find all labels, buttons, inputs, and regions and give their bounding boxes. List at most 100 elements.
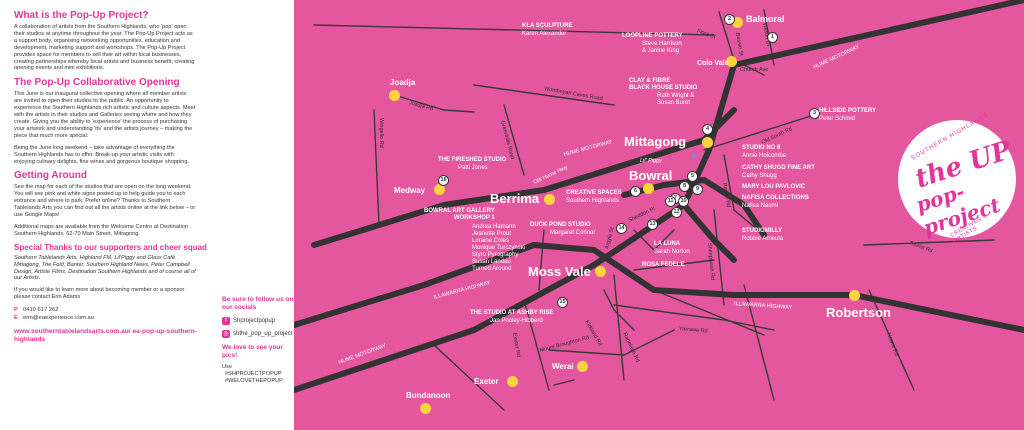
studio-label-2: KLA SCULPTURE: [522, 23, 573, 29]
studio-label-15: THE STUDIO AT ASHBY RISE: [470, 310, 554, 316]
heading-what-is: What is the Pop-Up Project?: [14, 10, 149, 21]
label-lil-piggy: Lil' Piggy: [640, 158, 662, 164]
phone-number[interactable]: 0410 617 262: [23, 307, 59, 314]
social-panel: Be sure to follow us on our socials f Sh…: [208, 0, 294, 430]
studio-artist-2: Karen Alexander: [522, 31, 567, 37]
town-robertson: Robertson: [826, 305, 891, 320]
marker-8[interactable]: 8: [679, 181, 690, 192]
town-mittagong: Mittagong: [624, 134, 687, 149]
social-heading: Be sure to follow us on our socials: [222, 296, 294, 311]
marker-13[interactable]: 13: [647, 219, 658, 230]
studio-label-16: THE FIRESHED STUDIO: [438, 157, 507, 163]
studio-label-6: CREATIVE SPACES: [566, 190, 622, 196]
bundanoon-dot: [420, 403, 431, 414]
marker-10[interactable]: 10: [678, 196, 689, 207]
marker-4[interactable]: 4: [702, 124, 713, 135]
pop-up-project-logo: SOUTHERN HIGHLANDS the UP pop-project CR…: [898, 112, 1016, 244]
heading-getting-around: Getting Around: [14, 170, 87, 182]
pics-heading: We love to see your pics!: [222, 344, 283, 359]
info-panel: What is the Pop-Up Project? A collaborat…: [0, 0, 208, 430]
marker-15[interactable]: 15: [557, 297, 568, 308]
website-link[interactable]: www.southerntablelandsarts.com.au/ ea-po…: [14, 328, 197, 344]
studio-artist-5: Annie Holcombe: [742, 153, 787, 159]
road-wingello: Wingello Rd: [378, 118, 384, 148]
marker-11[interactable]: 11: [665, 196, 676, 207]
star-icon: ★: [690, 151, 699, 161]
paragraph-getting-around: See the map for each of the studios that…: [14, 184, 196, 219]
heading-opening: The Pop-Up Collaborative Opening: [14, 77, 180, 89]
exeter-dot: [507, 376, 518, 387]
studio-label-13: ROSA FEDELE: [642, 262, 685, 268]
colo-vale-dot: [726, 56, 737, 67]
mittagong-dot: [702, 137, 713, 148]
town-joadja: Joadja: [390, 78, 416, 87]
studio-label-4: CLAY & FIBRE BLACK HOUSE STUDIO: [629, 78, 698, 91]
studio-label-5: STUDIO NO 8: [742, 145, 781, 151]
marker-14[interactable]: 14: [616, 223, 627, 234]
town-berrima: Berrima: [490, 191, 540, 206]
marker-9[interactable]: 9: [692, 184, 703, 195]
studio-artist-1: Steve Harrison & Janine King: [642, 41, 682, 54]
studio-artist-10: Robbie Arrieula: [742, 236, 784, 242]
studio-label-12: LA LUNA: [654, 241, 681, 247]
bowral-dot: [643, 183, 654, 194]
studio-artist-9: Nafisa Naomi: [742, 203, 779, 209]
town-balmoral: Balmoral: [746, 14, 785, 24]
medway-dot: [434, 184, 445, 195]
email-link[interactable]: erin@eaexperience.com.au: [23, 315, 94, 322]
marker-6[interactable]: 6: [630, 186, 641, 197]
map-area: Balmoral Colo Vale Joadja Mittagong Bowr…: [294, 0, 1024, 430]
facebook-row[interactable]: f Shprojectpopup: [222, 317, 275, 325]
instagram-icon: ◎: [222, 330, 230, 338]
studio-label-7: CATHY SHUGG FINE ART: [742, 165, 815, 171]
studio-label-14: DUCK POND STUDIO: [530, 222, 591, 228]
berrima-dot: [544, 194, 555, 205]
marker-1[interactable]: 1: [767, 32, 778, 43]
balmoral-dot: [732, 17, 743, 28]
studio-label-10: STUDIOMILLY: [742, 228, 783, 234]
hashtags: Use #SHPROJECTPOPUP #WELOVETHEPOPUP: [222, 364, 283, 384]
town-moss-vale: Moss Vale: [528, 264, 591, 279]
joadja-dot: [389, 90, 400, 101]
studio-artist-12: Sarah Norton: [654, 249, 690, 255]
studio-artist-15: Jan Pooley-Hibberd: [490, 318, 543, 324]
studio-artist-7: Cathy Shugg: [742, 173, 777, 179]
marker-5[interactable]: 5: [687, 171, 698, 182]
paragraph-opening: This June is our inaugural collective op…: [14, 91, 196, 139]
facebook-handle[interactable]: Shprojectpopup: [233, 318, 276, 324]
moss-vale-dot: [595, 266, 606, 277]
town-colo-vale: Colo Vale: [697, 60, 729, 67]
studio-artist-11: Andrea Hamann Jeanette Prout Loraine Col…: [472, 224, 526, 272]
town-medway: Medway: [394, 186, 426, 195]
studio-label-3: HILLSIDE POTTERY: [819, 108, 877, 114]
town-exeter: Exeter: [474, 377, 499, 386]
studio-label-9: NAFISA COLLECTIONS: [742, 195, 809, 201]
marker-12[interactable]: 12: [671, 207, 682, 218]
marker-2[interactable]: 2: [724, 14, 735, 25]
facebook-icon: f: [222, 317, 230, 325]
paragraph-contact: If you would like to learn more about be…: [14, 287, 185, 301]
instagram-handle[interactable]: shthe_pop_up_project: [233, 331, 293, 337]
town-bowral: Bowral: [629, 168, 673, 183]
studio-artist-14: Margaret Connor: [550, 230, 596, 236]
paragraph-thanks: Southern Tablelands Arts, Highland FM, L…: [14, 254, 196, 282]
studio-artist-4: Ruth Wright & Susan Buret: [657, 93, 695, 106]
studio-artist-3: Peter Schmid: [819, 116, 856, 122]
studio-label-8: MARY LOU PAVLOVIC: [742, 184, 806, 190]
robertson-dot: [849, 290, 860, 301]
town-werai: Werai: [552, 362, 574, 371]
paragraph-maps: Additional maps are available from the W…: [14, 223, 189, 237]
werai-dot: [577, 361, 588, 372]
studio-artist-16: Patti Jones: [458, 165, 488, 171]
marker-16[interactable]: 16: [438, 175, 449, 186]
paragraph-long-weekend: Being the June long weekend – take advan…: [14, 144, 190, 165]
town-bundanoon: Bundanoon: [406, 391, 451, 400]
studio-label-11: BOWRAL ART GALLERY WORKSHOP 1: [424, 208, 495, 221]
heading-thanks: Special Thanks to our supporters and che…: [14, 242, 207, 252]
marker-3[interactable]: 3: [809, 108, 820, 119]
road-church: Church Ave: [740, 67, 769, 73]
studio-artist-6: Southern Highlands: [566, 198, 619, 204]
instagram-row[interactable]: ◎ shthe_pop_up_project: [222, 330, 292, 338]
